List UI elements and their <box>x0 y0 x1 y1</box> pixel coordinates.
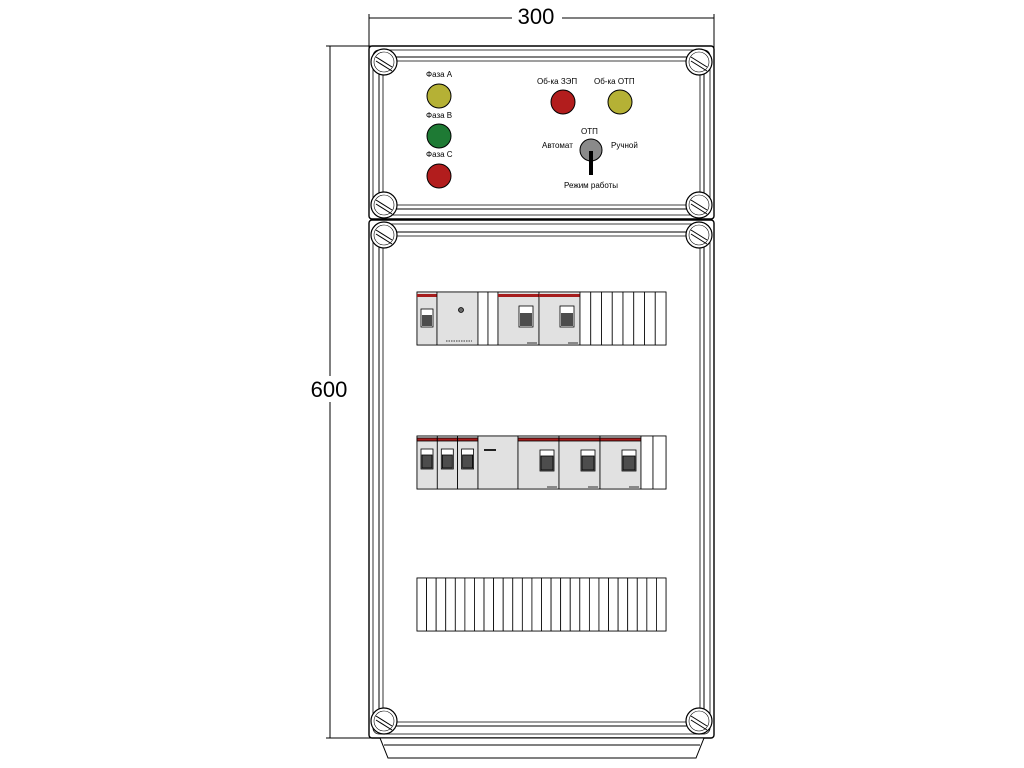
electric-meter-module <box>436 291 479 346</box>
circuit-breaker <box>558 435 601 490</box>
status-indicator-lamp <box>550 89 576 115</box>
blank-module <box>656 577 667 632</box>
phase-b-label: Фаза В <box>426 111 452 120</box>
cabinet-base <box>379 737 705 759</box>
circuit-breaker <box>599 435 642 490</box>
mode-switch-top-label: ОТП <box>581 127 598 136</box>
mode-switch-left-label: Автомат <box>542 141 573 150</box>
blank-module <box>569 577 581 632</box>
circuit-breaker <box>517 435 560 490</box>
blank-modules <box>416 577 667 632</box>
screw-icon <box>685 48 713 76</box>
circuit-breaker <box>436 435 458 490</box>
status-lamp-2-label: Об-ка ОТП <box>594 77 635 86</box>
blank-module <box>521 577 533 632</box>
small-breakers <box>416 435 479 490</box>
phase-a-label: Фаза А <box>426 70 453 79</box>
blank-module <box>654 291 667 346</box>
blank-module <box>622 291 635 346</box>
blank-module <box>627 577 638 632</box>
height-dimension-label: 600 <box>311 377 348 402</box>
blank-module <box>644 291 656 346</box>
width-dimension-label: 300 <box>518 4 555 29</box>
screw-icon <box>685 707 713 735</box>
blank-module <box>601 291 613 346</box>
blank-module <box>550 577 562 632</box>
phase-c-label: Фаза С <box>426 150 453 159</box>
blank-module <box>416 577 427 632</box>
blank-module <box>598 577 609 632</box>
blank-module <box>531 577 542 632</box>
blank-module <box>588 577 600 632</box>
blank-module <box>512 577 523 632</box>
phase-indicator-lamp <box>426 123 452 149</box>
blank-module <box>579 577 590 632</box>
circuit-breaker <box>538 291 581 346</box>
blank-module <box>435 577 447 632</box>
screw-icon <box>370 221 398 249</box>
blank-module <box>636 577 648 632</box>
status-lamp-1-label: Об-ка ЗЭП <box>537 77 577 86</box>
circuit-breaker <box>457 435 479 490</box>
blank-module <box>617 577 629 632</box>
blank-module <box>426 577 437 632</box>
screw-icon <box>685 191 713 219</box>
blank-module <box>474 577 485 632</box>
status-indicator-lamp <box>607 89 633 115</box>
circuit-breaker <box>416 291 438 346</box>
screw-icon <box>685 221 713 249</box>
blank-module <box>608 577 619 632</box>
mode-switch-bottom-label: Режим работы <box>564 181 618 190</box>
blank-module <box>611 291 624 346</box>
blank-module <box>483 577 495 632</box>
din-rail-row-2 <box>416 435 667 490</box>
blank-module <box>590 291 602 346</box>
blank-module <box>493 577 504 632</box>
blank-module <box>502 577 514 632</box>
blank-module <box>445 577 456 632</box>
blank-module <box>541 577 552 632</box>
blank-module <box>579 291 592 346</box>
indicator-lamps <box>426 83 633 189</box>
blank-module <box>560 577 571 632</box>
mode-selector-switch[interactable] <box>579 138 603 175</box>
mode-switch-right-label: Ручной <box>611 141 638 150</box>
circuit-breaker <box>416 435 438 490</box>
phase-indicator-lamp <box>426 163 452 189</box>
blank-module <box>646 577 657 632</box>
blank-modules <box>579 291 667 346</box>
din-rail-row-1 <box>416 291 667 346</box>
blank-module <box>464 577 475 632</box>
large-breakers <box>517 435 642 490</box>
screw-icon <box>370 191 398 219</box>
screws-group <box>370 48 713 735</box>
blank-module <box>454 577 466 632</box>
circuit-breaker <box>497 291 540 346</box>
blank-module <box>633 291 645 346</box>
contactor-module <box>477 435 519 490</box>
din-rail-row-3 <box>416 577 667 632</box>
phase-indicator-lamp <box>426 83 452 109</box>
top-panel <box>368 45 715 220</box>
screw-icon <box>370 48 398 76</box>
screw-icon <box>370 707 398 735</box>
